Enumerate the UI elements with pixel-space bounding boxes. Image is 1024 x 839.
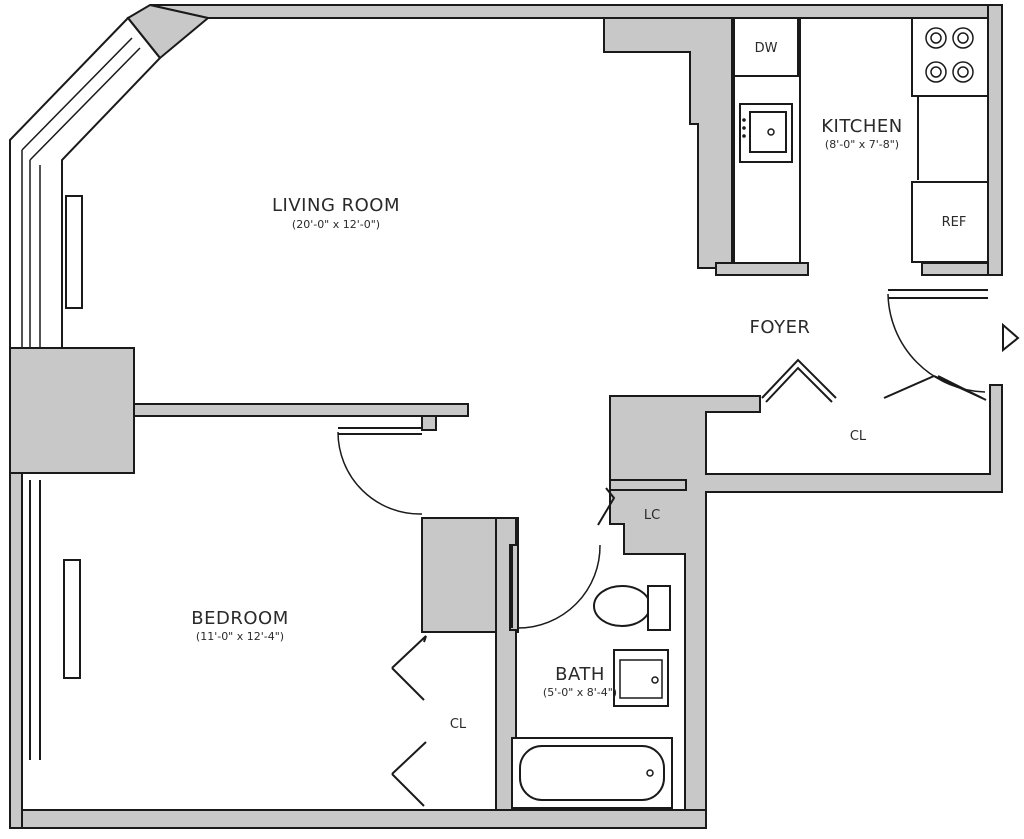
toilet: [593, 585, 651, 627]
doors: [337, 289, 1020, 807]
bedroom-closet-label: CL: [450, 717, 467, 732]
bath-dims: (5'-0" x 8'-4"): [543, 686, 617, 699]
bedroom-closet-bifold-door: [391, 635, 427, 701]
linen-closet-label: LC: [644, 508, 660, 523]
bedroom-name: BEDROOM: [191, 608, 288, 629]
bath-fixtures: [511, 585, 673, 809]
bath-sink: [613, 649, 669, 707]
foyer-closet-bifold-door: [761, 358, 837, 399]
dishwasher: [733, 17, 799, 77]
refrigerator-label: REF: [942, 215, 967, 230]
burners: [925, 27, 974, 83]
living-room-name: LIVING ROOM: [272, 195, 400, 216]
kitchen-name: KITCHEN: [821, 116, 903, 137]
living-room-dims: (20'-0" x 12'-0"): [292, 218, 380, 231]
entry-arrow-icon: [1002, 322, 1020, 353]
stove: [911, 17, 989, 97]
refrigerator: [911, 181, 989, 263]
bedroom-dims: (11'-0" x 12'-4"): [196, 630, 284, 643]
kitchen-fixtures: DW REF: [733, 17, 989, 263]
foyer-closet-label: CL: [850, 429, 867, 444]
room-labels: LIVING ROOM (20'-0" x 12'-0") KITCHEN (8…: [191, 116, 902, 732]
dishwasher-label: DW: [755, 41, 778, 56]
windows: [9, 16, 162, 810]
kitchen-dims: (8'-0" x 7'-8"): [825, 138, 899, 151]
bath-name: BATH: [555, 664, 605, 685]
foyer-name: FOYER: [750, 317, 811, 338]
walls: [9, 3, 1003, 829]
